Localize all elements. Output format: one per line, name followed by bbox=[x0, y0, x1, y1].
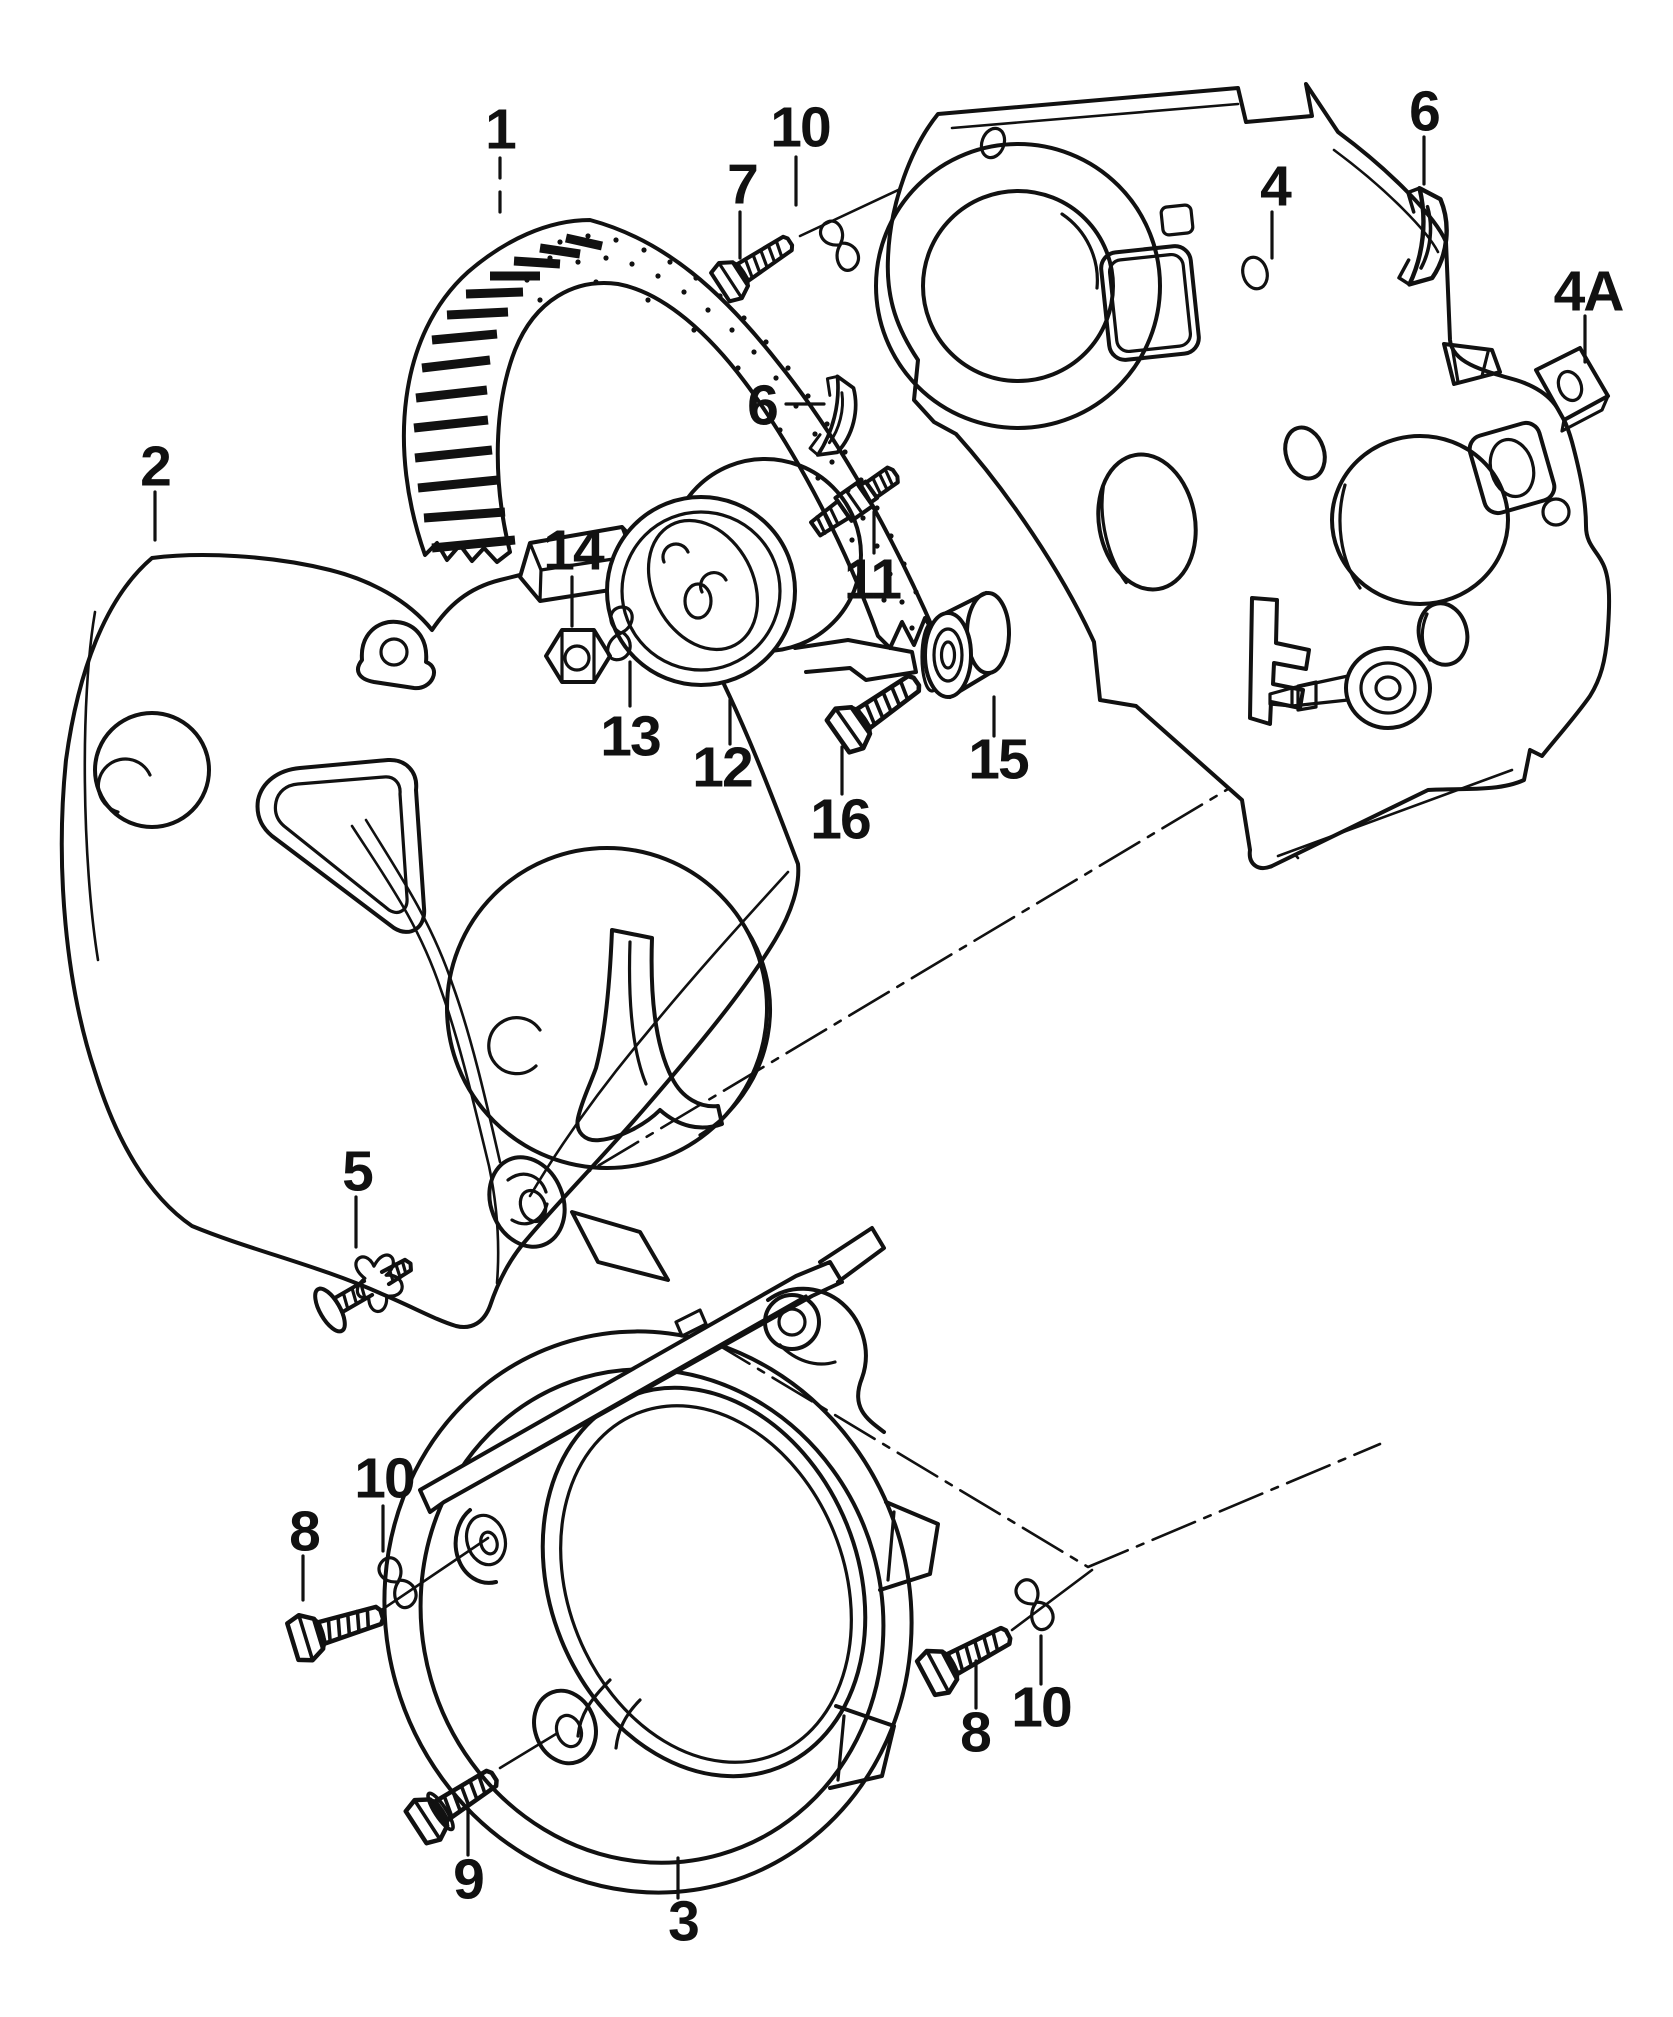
tensioner-pulley bbox=[605, 457, 918, 687]
bell-rim bbox=[418, 1367, 886, 1865]
callout-15: 15 bbox=[968, 727, 1029, 792]
callout-9: 9 bbox=[453, 1847, 485, 1912]
timing-belt bbox=[401, 218, 940, 650]
lower-cover-rail bbox=[418, 1260, 844, 1514]
bolt-lower-left bbox=[286, 1592, 389, 1664]
bell-lower-tab bbox=[828, 1704, 896, 1790]
cover-small-circle bbox=[487, 1016, 542, 1076]
cover-triangle-window bbox=[255, 757, 427, 934]
bolt-idler bbox=[824, 662, 930, 756]
lower-cover-top-arm bbox=[575, 928, 724, 1143]
callout-4: 4 bbox=[1260, 154, 1292, 219]
bell-outer bbox=[382, 1329, 914, 1895]
lower-cover-wedge bbox=[570, 1210, 670, 1282]
belt-stipple bbox=[517, 233, 929, 631]
retainer-plate bbox=[1534, 346, 1610, 433]
lower-cover bbox=[382, 928, 940, 1895]
cover-ear-bracket bbox=[356, 619, 436, 691]
lower-cover-right-arm bbox=[763, 1226, 886, 1434]
idler-roller bbox=[920, 591, 1011, 699]
callout-6-top: 6 bbox=[1409, 79, 1441, 144]
plate-pivot-stud bbox=[1268, 646, 1432, 730]
bell-left-ear bbox=[453, 1508, 508, 1585]
tensioner-arm bbox=[793, 638, 918, 682]
callout-7: 7 bbox=[727, 152, 759, 217]
callout-14: 14 bbox=[543, 518, 604, 583]
bell-right-tab bbox=[878, 1500, 940, 1592]
callout-10-left: 10 bbox=[354, 1446, 415, 1511]
callout-11: 11 bbox=[843, 547, 902, 612]
callout-1: 1 bbox=[485, 97, 517, 162]
spring-clip-left bbox=[373, 1551, 423, 1613]
callout-8-right: 8 bbox=[960, 1700, 992, 1765]
callout-5: 5 bbox=[342, 1139, 374, 1204]
callout-10-top: 10 bbox=[770, 95, 831, 160]
callout-10-right: 10 bbox=[1011, 1675, 1072, 1740]
callout-8-left: 8 bbox=[289, 1499, 321, 1564]
bolt-lower-right bbox=[915, 1614, 1019, 1699]
plate-bracket-cutout bbox=[1248, 596, 1311, 726]
callout-3: 3 bbox=[668, 1889, 700, 1954]
cover-grommet bbox=[487, 1155, 567, 1249]
callout-6-middle: 6 bbox=[747, 373, 779, 438]
callout-16: 16 bbox=[810, 787, 871, 852]
bolt-top bbox=[706, 222, 804, 307]
spring-clip-top bbox=[814, 214, 865, 276]
leader-lines bbox=[153, 135, 1587, 1900]
callout-12: 12 bbox=[692, 735, 753, 800]
callout-13: 13 bbox=[600, 704, 661, 769]
plate-edge-clamp bbox=[1442, 342, 1502, 386]
bell-opening bbox=[540, 1385, 868, 1779]
expander-screw bbox=[313, 1253, 413, 1334]
callout-4A: 4A bbox=[1553, 259, 1625, 324]
callout-2: 2 bbox=[140, 434, 172, 499]
stud bbox=[809, 465, 900, 538]
bell-grommet bbox=[532, 1678, 642, 1766]
